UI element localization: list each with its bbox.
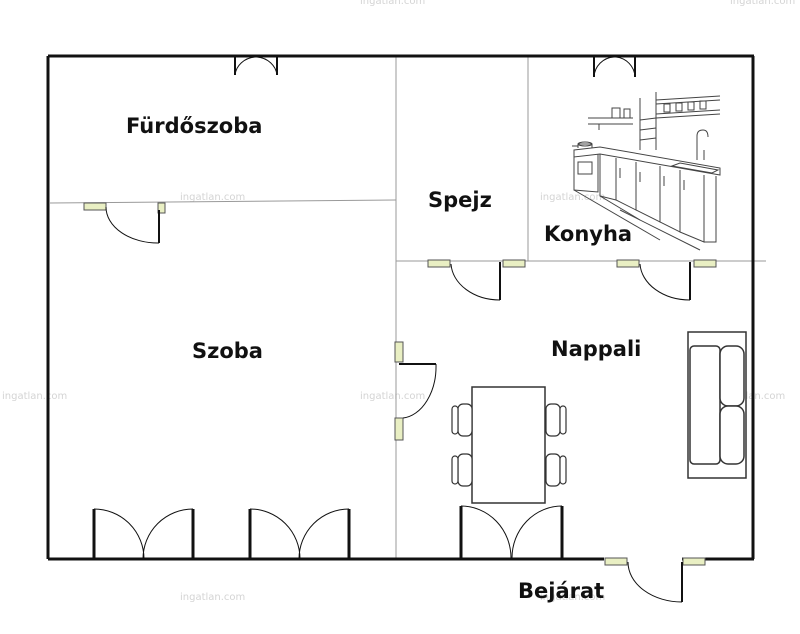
partition-bath-room: [49, 199, 397, 204]
chair-icon: [451, 403, 567, 487]
watermark: ingatlan.com: [360, 0, 425, 7]
watermark: ingatlan.com: [180, 592, 245, 603]
door-swing-icon: [427, 259, 526, 301]
watermark: ingatlan.com: [730, 0, 795, 7]
sofa-icon: [687, 331, 747, 479]
room-label-bejarat: Bejárat: [518, 579, 604, 603]
dining-table-icon: [471, 386, 546, 504]
french-door-icon: [248, 508, 351, 560]
watermark: ingatlan.com: [2, 391, 67, 402]
kitchen-sketch-icon: [572, 92, 721, 251]
entrance-door-icon: [604, 557, 706, 603]
french-door-icon: [459, 505, 564, 559]
french-door-icon: [92, 508, 195, 560]
watermark: ingatlan.com: [360, 391, 425, 402]
room-label-nappali: Nappali: [551, 337, 641, 361]
room-label-konyha: Konyha: [544, 222, 632, 246]
room-label-szoba: Szoba: [192, 339, 263, 363]
door-swing-icon: [616, 259, 717, 301]
room-label-furdoszoba: Fürdőszoba: [126, 114, 262, 138]
french-door-icon: [234, 56, 278, 76]
room-label-spejz: Spejz: [428, 188, 492, 212]
outer-walls: [46, 54, 755, 561]
watermark: ingatlan.com: [540, 192, 605, 203]
watermark: ingatlan.com: [540, 592, 605, 603]
door-swing-icon: [83, 202, 166, 244]
door-swing-icon: [394, 341, 437, 441]
room-labels: Fürdőszoba Spejz Konyha Szoba Nappali Be…: [126, 114, 641, 603]
watermark: ingatlan.com: [180, 192, 245, 203]
french-door-icon: [593, 56, 636, 78]
watermarks: ingatlan.com ingatlan.com ingatlan.com i…: [2, 0, 795, 603]
